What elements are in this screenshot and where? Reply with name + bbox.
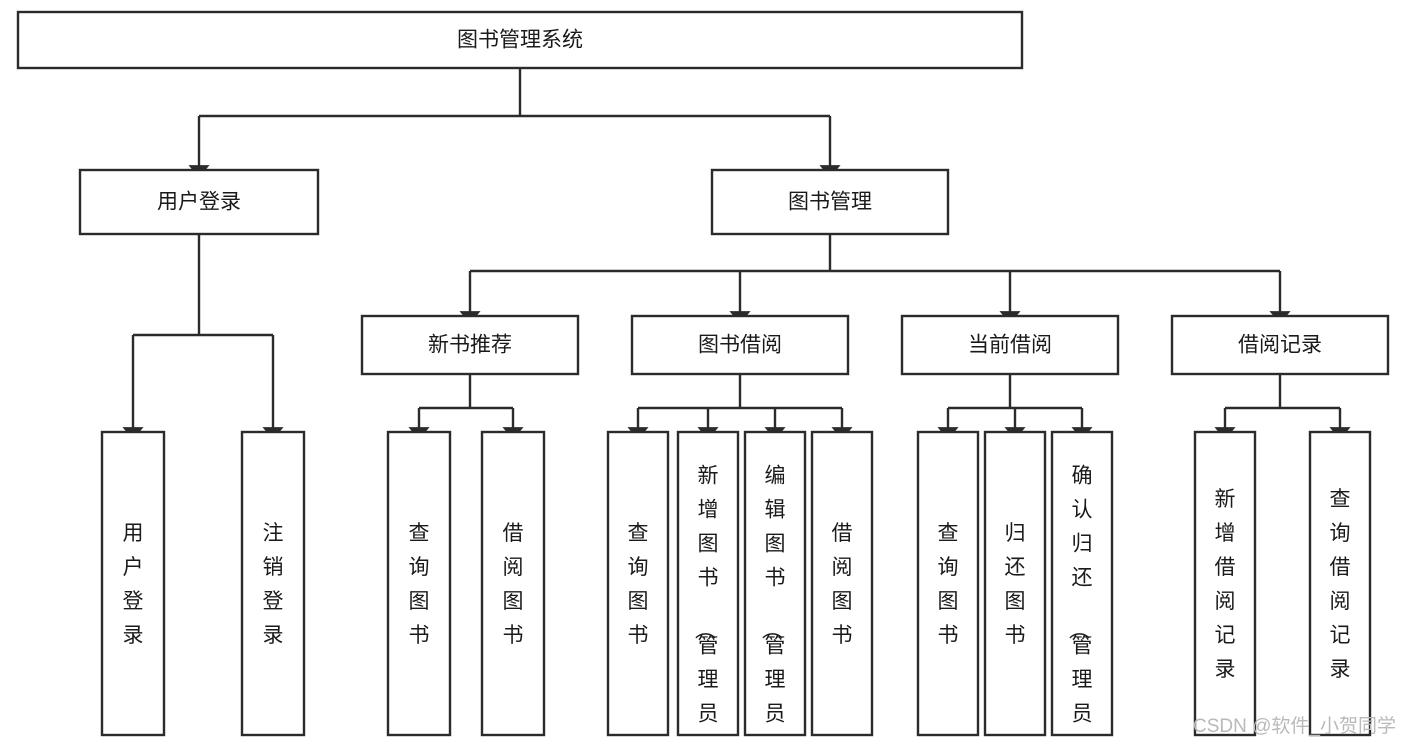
- node-user-login[interactable]: 用户登录: [78, 168, 320, 236]
- node-box: [1308, 430, 1372, 737]
- node-leaf-add-borrow-record[interactable]: 新增借阅记录: [1193, 430, 1257, 737]
- node-label: 新增图书（管理员）: [693, 464, 719, 747]
- node-label: 借阅图书: [503, 522, 524, 647]
- node-leaf-query-book-rec[interactable]: 查询图书: [386, 430, 452, 737]
- node-label: 用户登录: [123, 522, 144, 647]
- connector-group-bus-current-borrow: [948, 374, 1082, 410]
- node-leaf-add-book-admin[interactable]: 新增图书（管理员）: [676, 430, 740, 747]
- connector-group-bus-root: [199, 68, 830, 118]
- node-leaf-user-logout[interactable]: 注销登录: [240, 430, 306, 737]
- node-leaf-confirm-return-admin[interactable]: 确认归还（管理员）: [1050, 430, 1114, 747]
- node-box: [78, 168, 320, 236]
- node-new-book-rec[interactable]: 新书推荐: [360, 314, 580, 376]
- node-box: [1170, 314, 1390, 376]
- node-box: [810, 430, 874, 737]
- node-label: 确认归还（管理员）: [1067, 464, 1093, 747]
- node-box: [1193, 430, 1257, 737]
- node-box: [710, 168, 950, 236]
- node-label: 查询图书: [409, 522, 430, 647]
- node-label: 图书管理系统: [457, 29, 583, 52]
- node-label: 查询借阅记录: [1330, 488, 1351, 681]
- connector-group-bus-user-login: [133, 234, 273, 337]
- node-label: 注销登录: [263, 522, 284, 647]
- node-box: [676, 430, 740, 737]
- node-box: [240, 430, 306, 737]
- node-box: [983, 430, 1047, 737]
- node-book-manage[interactable]: 图书管理: [710, 168, 950, 236]
- node-box: [16, 10, 1024, 70]
- node-box: [480, 430, 546, 737]
- node-leaf-user-login[interactable]: 用户登录: [100, 430, 166, 737]
- node-leaf-return-book[interactable]: 归还图书: [983, 430, 1047, 737]
- connector-group-bus-borrow-record: [1225, 374, 1340, 410]
- node-label: 查询图书: [938, 522, 959, 647]
- connector-group-bus-book-borrow: [638, 374, 842, 410]
- node-label: 借阅图书: [832, 522, 853, 647]
- node-box: [1050, 430, 1114, 737]
- node-box: [630, 314, 850, 376]
- node-layer: 图书管理系统用户登录图书管理新书推荐图书借阅当前借阅借阅记录用户登录注销登录查询…: [16, 10, 1390, 747]
- node-borrow-record[interactable]: 借阅记录: [1170, 314, 1390, 376]
- node-label: 新增借阅记录: [1215, 488, 1236, 681]
- node-leaf-query-book-current[interactable]: 查询图书: [916, 430, 980, 737]
- node-label: 当前借阅: [968, 334, 1052, 357]
- node-leaf-query-book-borrow[interactable]: 查询图书: [606, 430, 670, 737]
- connector-group-bus-new-book-rec: [419, 374, 513, 410]
- node-leaf-borrow-book-rec[interactable]: 借阅图书: [480, 430, 546, 737]
- node-label: 用户登录: [157, 191, 241, 214]
- node-box: [916, 430, 980, 737]
- connector-group-bus-book-manage: [470, 234, 1280, 273]
- node-leaf-edit-book-admin[interactable]: 编辑图书（管理员）: [743, 430, 807, 747]
- node-box: [360, 314, 580, 376]
- node-box: [100, 430, 166, 737]
- node-box: [606, 430, 670, 737]
- node-leaf-query-borrow-record[interactable]: 查询借阅记录: [1308, 430, 1372, 737]
- node-leaf-borrow-book[interactable]: 借阅图书: [810, 430, 874, 737]
- node-box: [900, 314, 1120, 376]
- node-box: [386, 430, 452, 737]
- connector-layer: [122, 68, 1351, 440]
- node-book-borrow[interactable]: 图书借阅: [630, 314, 850, 376]
- node-label: 归还图书: [1005, 522, 1026, 647]
- node-label: 图书借阅: [698, 334, 782, 357]
- node-current-borrow[interactable]: 当前借阅: [900, 314, 1120, 376]
- node-label: 图书管理: [788, 191, 872, 214]
- node-label: 借阅记录: [1238, 334, 1322, 357]
- node-root-book-management-system[interactable]: 图书管理系统: [16, 10, 1024, 70]
- node-label: 查询图书: [628, 522, 649, 647]
- node-label: 编辑图书（管理员）: [760, 464, 786, 747]
- node-label: 新书推荐: [428, 334, 512, 357]
- watermark-label: CSDN @软件_小贺同学: [1193, 715, 1396, 737]
- node-box: [743, 430, 807, 737]
